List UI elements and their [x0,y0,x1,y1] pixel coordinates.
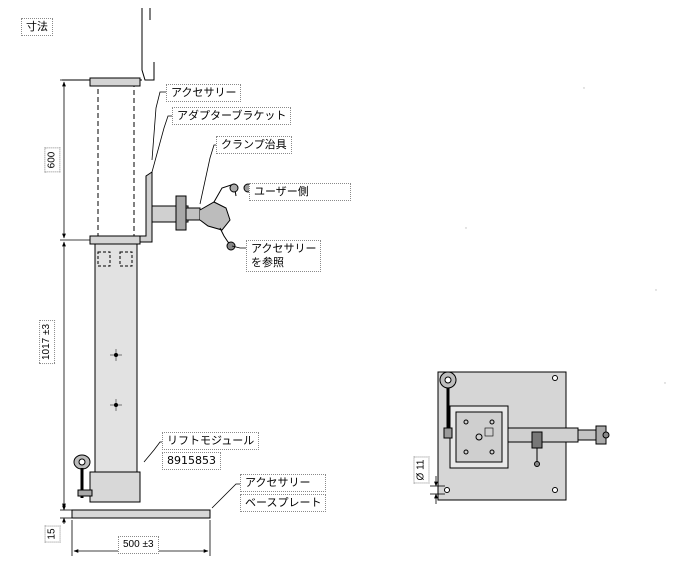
callout-lift-module: リフトモジュール 8915853 [162,432,260,470]
upper-tube [89,77,141,239]
clamp-jig [151,183,253,251]
callout-base-accessory-label: アクセサリー [240,474,327,492]
callout-user-side: ユーザー側 [249,183,351,201]
top-view-dimension [430,476,445,504]
callout-see-accessory-line1: アクセサリー [251,242,317,255]
lift-column [89,235,141,503]
section-title: 寸法 [21,18,53,36]
edge-dots [465,87,666,384]
callout-accessory: アクセサリー [166,84,242,102]
crank-handle [73,454,93,498]
dim-hole-diameter: Ø 11 [413,456,430,484]
callout-see-accessory: アクセサリー を参照 [246,240,322,272]
dim-upper-height: 600 [44,147,61,173]
callout-lift-module-code: 8915853 [162,452,221,470]
upper-accessory-outline [62,8,155,81]
dim-plate-width: 500 ±3 [118,536,159,554]
callout-base-plate: アクセサリー ベースプレート [240,474,327,512]
dim-column-height: 1017 ±3 [39,319,56,365]
callout-lift-module-label: リフトモジュール [162,432,260,450]
top-view [437,371,610,501]
callout-clamp-jig: クランプ治具 [216,136,292,154]
base-plate [71,509,211,519]
callout-adapter-bracket: アダプターブラケット [172,107,292,125]
adapter-bracket [139,171,153,243]
callout-base-plate-label: ベースプレート [240,494,327,512]
callout-see-accessory-line2: を参照 [251,256,284,269]
dim-plate-thickness: 15 [44,525,61,543]
